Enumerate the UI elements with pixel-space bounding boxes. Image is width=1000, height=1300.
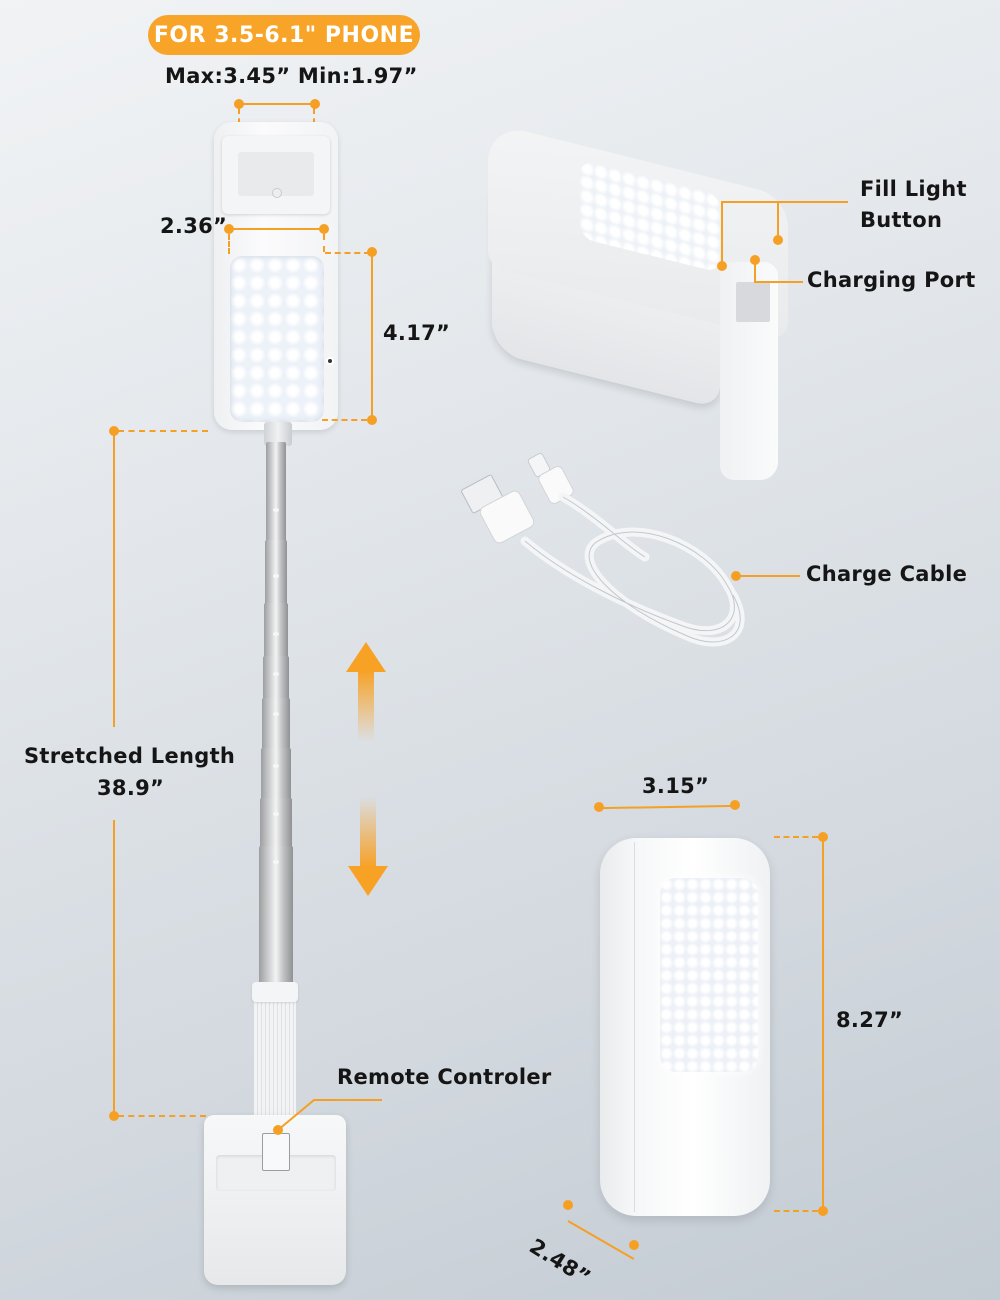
- device-seam: [634, 842, 635, 1212]
- folded-height-line: [822, 837, 824, 1211]
- dimension-dot: [594, 802, 604, 812]
- dimension-dot: [224, 224, 234, 234]
- arrow-up-icon: [346, 642, 386, 672]
- stretched-length-line-bottom: [113, 820, 115, 1116]
- arrow-down-icon: [348, 866, 388, 896]
- clamp-range-label: Max:3.45” Min:1.97”: [165, 64, 418, 88]
- dimension-dot: [563, 1200, 573, 1210]
- stretched-length-value: 38.9”: [97, 776, 165, 800]
- dimension-dot: [234, 99, 244, 109]
- indicator-pinhole: [326, 357, 334, 365]
- folded-slot: [736, 282, 770, 322]
- charge-cable-image: [461, 452, 745, 647]
- charge-cable-callout-line: [738, 575, 800, 577]
- fill-light-callout-line: [717, 201, 848, 271]
- dimension-guide: [118, 1115, 206, 1117]
- dimension-dot: [109, 1111, 119, 1121]
- dimension-dot: [731, 571, 741, 581]
- dimension-dot: [367, 415, 377, 425]
- stretched-length-title: Stretched Length: [24, 744, 236, 768]
- phone-holder-light-head: [214, 122, 338, 446]
- fill-light-button-label: Fill Light Button: [860, 174, 967, 236]
- folded-height-label: 8.27”: [836, 1008, 904, 1032]
- stand-base: [204, 1115, 346, 1285]
- remote-controller-label: Remote Controler: [337, 1065, 552, 1089]
- device-led-panel: [660, 878, 758, 1072]
- clamp-width-line: [230, 228, 325, 230]
- dimension-dot: [367, 247, 377, 257]
- phone-clamp: [222, 136, 330, 214]
- dimension-dot: [629, 1240, 639, 1250]
- clamp-knob: [272, 188, 282, 198]
- stretched-length-line-top: [113, 431, 115, 727]
- led-fill-light-panel: [230, 256, 324, 422]
- charging-port-callout-line: [750, 255, 803, 283]
- fill-light-button-line2: Button: [860, 208, 943, 232]
- dimension-guide: [118, 430, 208, 432]
- dimension-guide: [325, 252, 370, 254]
- dimension-guide: [228, 234, 230, 254]
- panel-height-label: 4.17”: [383, 321, 451, 345]
- dimension-guide: [323, 234, 325, 252]
- charging-port-label: Charging Port: [807, 268, 976, 292]
- dimension-dot: [730, 800, 740, 810]
- dimension-guide: [774, 1210, 818, 1212]
- folded-width-line: [599, 804, 737, 810]
- folded-device-front-view: [600, 838, 770, 1216]
- dimension-dot: [818, 832, 828, 842]
- fill-light-button-line1: Fill Light: [860, 177, 967, 201]
- clamp-width-label: 2.36”: [160, 214, 228, 238]
- arrow-up-shaft: [358, 670, 374, 742]
- folded-depth-line: [567, 1220, 635, 1260]
- dimension-guide: [774, 836, 818, 838]
- folded-device-top-view: [488, 122, 788, 480]
- folded-width-label: 3.15”: [642, 774, 710, 798]
- dimension-dot: [310, 99, 320, 109]
- panel-height-line: [371, 252, 373, 420]
- pole-collar: [252, 982, 298, 1002]
- remote-callout-line: [273, 1099, 382, 1135]
- charge-cable-label: Charge Cable: [806, 562, 968, 586]
- folded-depth-label: 2.48”: [525, 1234, 595, 1290]
- pole-grip: [254, 985, 296, 1120]
- clamp-range-line: [240, 103, 315, 105]
- dimension-dot: [319, 224, 329, 234]
- arrow-down-shaft: [360, 796, 376, 868]
- dimension-dot: [818, 1206, 828, 1216]
- phone-size-badge: FOR 3.5-6.1" PHONE: [148, 15, 420, 55]
- dimension-guide: [322, 419, 367, 421]
